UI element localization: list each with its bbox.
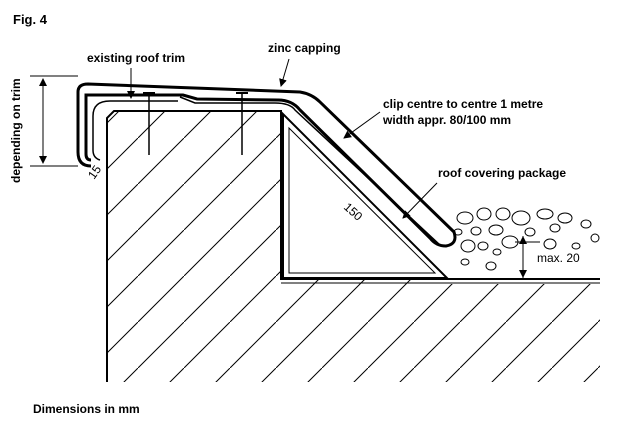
dimensions-note: Dimensions in mm [33,402,140,416]
wedge-batten [282,111,450,279]
figure-number: Fig. 4 [13,12,48,27]
label-existing-roof-trim: existing roof trim [87,51,185,65]
nail-left [143,92,155,155]
leader-lines [127,58,438,219]
existing-roof-trim-shape [92,96,441,246]
nail-right [236,92,248,155]
label-zinc-capping: zinc capping [268,41,341,55]
dimension-depending-on-trim [30,75,78,167]
label-depending-on-trim: depending on trim [9,78,23,183]
label-clip-line1: clip centre to centre 1 metre [383,97,543,111]
gravel-stones [453,207,600,271]
zinc-capping-shape [76,82,457,248]
dimension-max-20 [515,236,540,278]
label-max-20: max. 20 [537,251,580,265]
label-roof-covering: roof covering package [438,166,566,180]
label-clip-line2: width appr. 80/100 mm [382,113,511,127]
